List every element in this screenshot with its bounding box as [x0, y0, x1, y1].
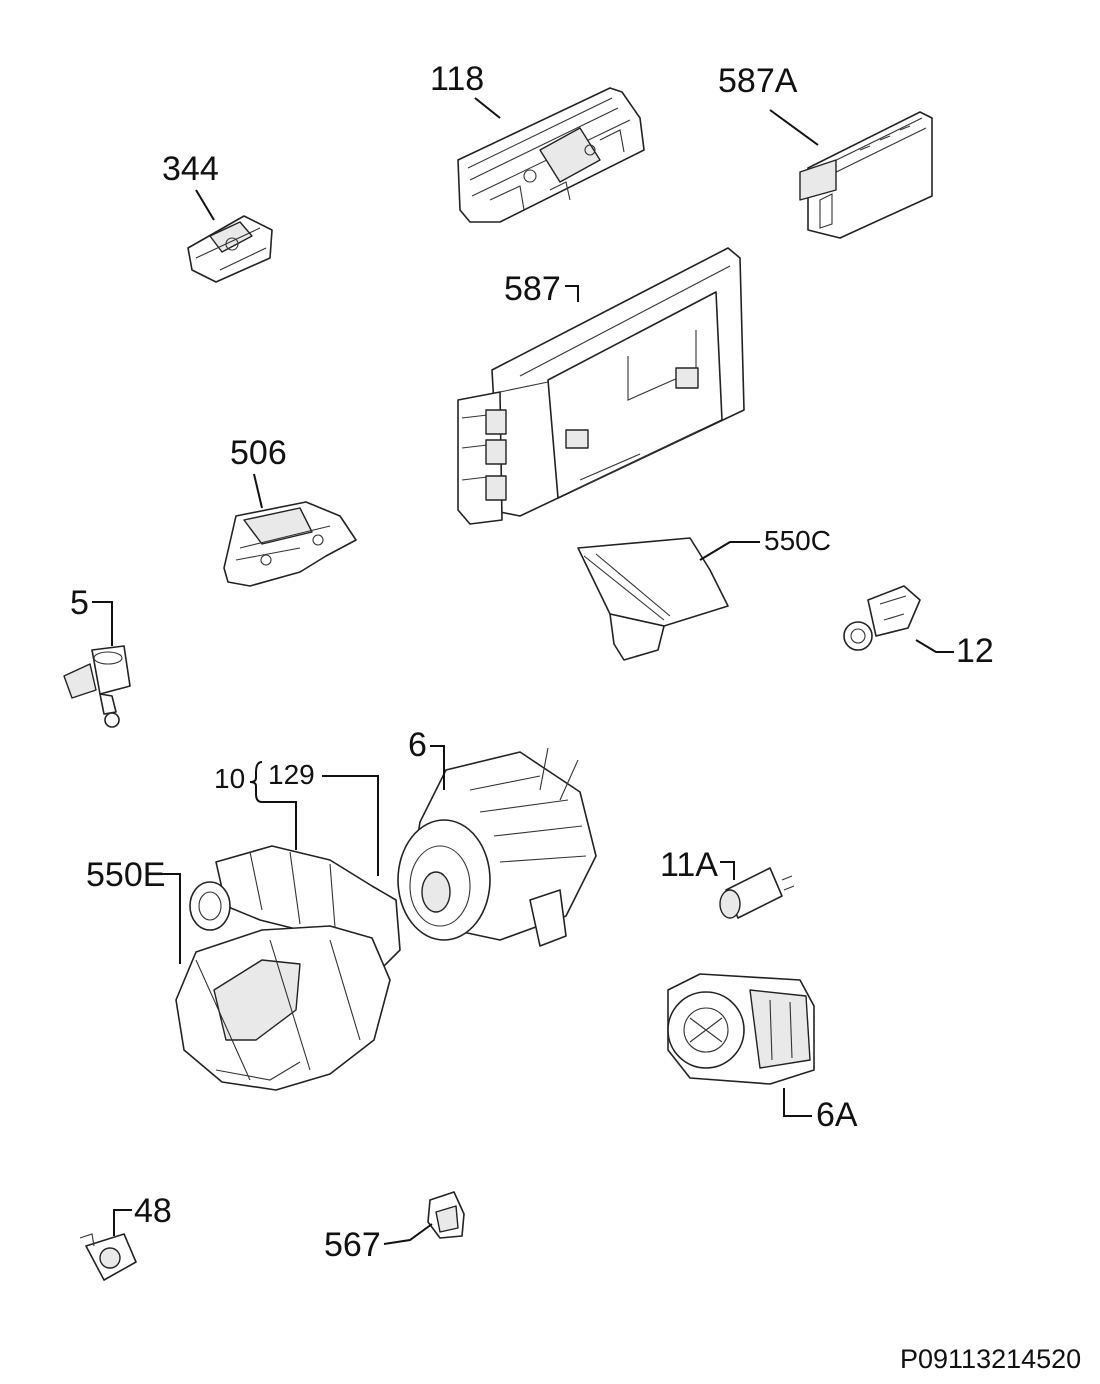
part-48-valve: [79, 1233, 137, 1281]
leader-48: [113, 1209, 132, 1236]
label-11A: 11A: [660, 846, 718, 884]
leader-587A: [769, 109, 819, 146]
label-506: 506: [230, 434, 287, 472]
leader-6A: [783, 1088, 812, 1117]
part-587-electronic-module: [457, 247, 745, 525]
leader-6: [430, 745, 445, 790]
label-5: 5: [70, 584, 89, 622]
leader-567: [383, 1223, 433, 1245]
part-118-control-module: [457, 87, 645, 223]
part-5-valve: [63, 645, 131, 728]
label-6A: 6A: [816, 1096, 858, 1134]
leader-344: [195, 189, 215, 221]
leader-10-brace: [249, 761, 263, 803]
part-12-sensor: [843, 585, 921, 651]
label-587: 587: [504, 270, 561, 308]
label-48: 48: [134, 1192, 172, 1230]
label-6: 6: [408, 726, 427, 764]
part-550E-sump-housing: [175, 925, 391, 1091]
part-550C-cover: [577, 537, 729, 661]
part-11A-capacitor: [719, 867, 795, 919]
part-344-sensor: [187, 215, 273, 283]
leader-11A: [720, 861, 735, 880]
leader-10: [262, 801, 297, 850]
part-506-holder: [223, 501, 357, 587]
label-129: 129: [268, 759, 315, 790]
part-567-clip: [427, 1191, 465, 1239]
label-344: 344: [162, 150, 219, 188]
leader-12: [915, 639, 954, 653]
label-118: 118: [430, 60, 484, 98]
leader-587: [565, 285, 579, 302]
label-10: 10: [214, 763, 245, 794]
part-587A-interface-board: [799, 111, 933, 239]
leader-129: [322, 775, 379, 876]
label-550C: 550C: [764, 525, 831, 556]
leader-118: [474, 97, 501, 119]
label-567: 567: [324, 1226, 381, 1264]
label-12: 12: [956, 632, 994, 670]
part-6A-drain-pump: [667, 973, 815, 1085]
drawing-code: P09113214520: [900, 1344, 1081, 1374]
label-550E: 550E: [86, 856, 165, 894]
leader-550C: [699, 541, 760, 561]
label-587A: 587A: [718, 62, 798, 100]
part-6-pump-motor: [397, 747, 597, 947]
leader-550E: [160, 873, 181, 964]
leader-5: [92, 601, 113, 646]
leader-506: [253, 473, 263, 509]
